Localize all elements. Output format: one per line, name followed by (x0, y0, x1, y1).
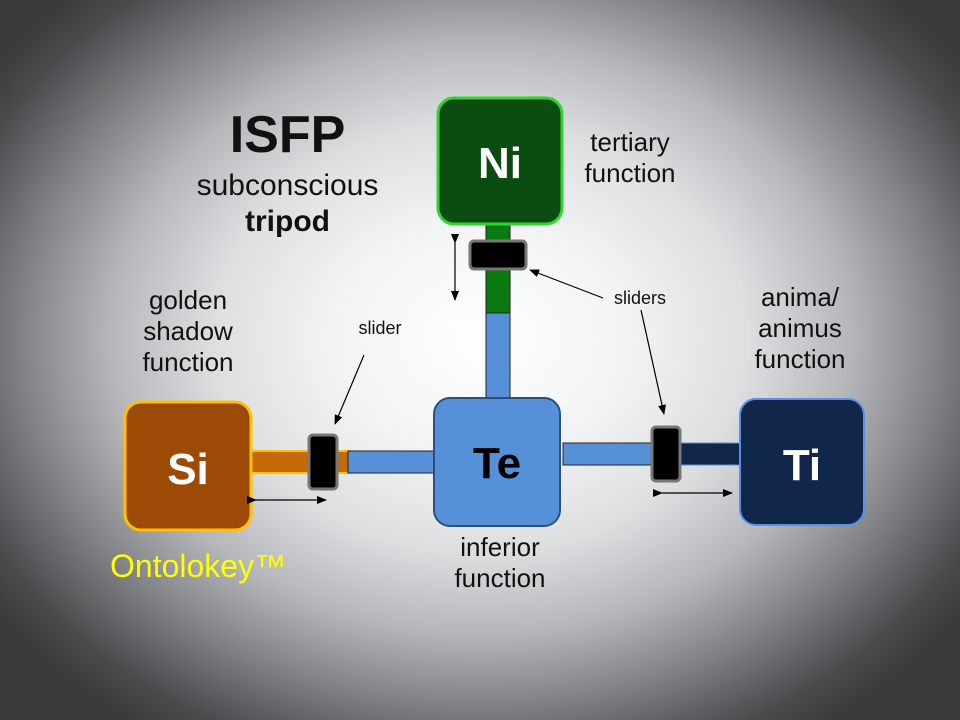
te-label-line2: function (454, 563, 546, 594)
si-box: Si (123, 400, 253, 532)
ti-label-line2: animus (758, 313, 842, 344)
sliders-annotation: sliders (613, 288, 666, 308)
sliders-pointer-arrow-top (529, 269, 604, 299)
ni-label: tertiary function (566, 127, 694, 189)
slider-pointer-arrow (334, 354, 365, 425)
si-code: Si (167, 445, 209, 494)
te-box: Te (433, 397, 561, 527)
ti-label: anima/ animus function (734, 282, 866, 376)
title-line2: tripod (245, 205, 330, 239)
ti-label-line3: function (754, 344, 846, 375)
slider-knob-si-te[interactable] (307, 433, 339, 491)
slider-annotation: slider (358, 318, 402, 338)
connector-te-ti-blue (562, 442, 664, 466)
si-label-line3: function (142, 347, 234, 378)
connector-ni-te-blue (485, 312, 511, 402)
connector-si-te-blue (347, 450, 437, 474)
te-label: inferior function (434, 532, 566, 594)
slider-knob-ni-te[interactable] (468, 239, 528, 271)
title-line1: subconscious (196, 169, 379, 203)
ti-label-line1: anima/ (760, 282, 840, 312)
te-code: Te (473, 439, 521, 488)
te-label-line1: inferior (460, 532, 540, 562)
slider-knob-te-ti[interactable] (650, 425, 682, 483)
ontolokey-brand: Ontolokey™ (110, 548, 287, 584)
title-main: ISFP (229, 106, 346, 164)
ti-code: Ti (783, 441, 821, 490)
ni-code: Ni (478, 139, 522, 188)
ni-box: Ni (436, 96, 564, 226)
si-label: golden shadow function (124, 285, 252, 379)
ni-label-line1: tertiary (590, 127, 670, 157)
sliders-pointer-arrow-right (640, 309, 666, 415)
ni-label-line2: function (584, 158, 676, 189)
si-label-line1: golden (148, 285, 228, 315)
title-block: ISFP subconscious tripod (170, 104, 405, 240)
si-label-line2: shadow (143, 316, 233, 347)
ti-box: Ti (739, 398, 865, 526)
